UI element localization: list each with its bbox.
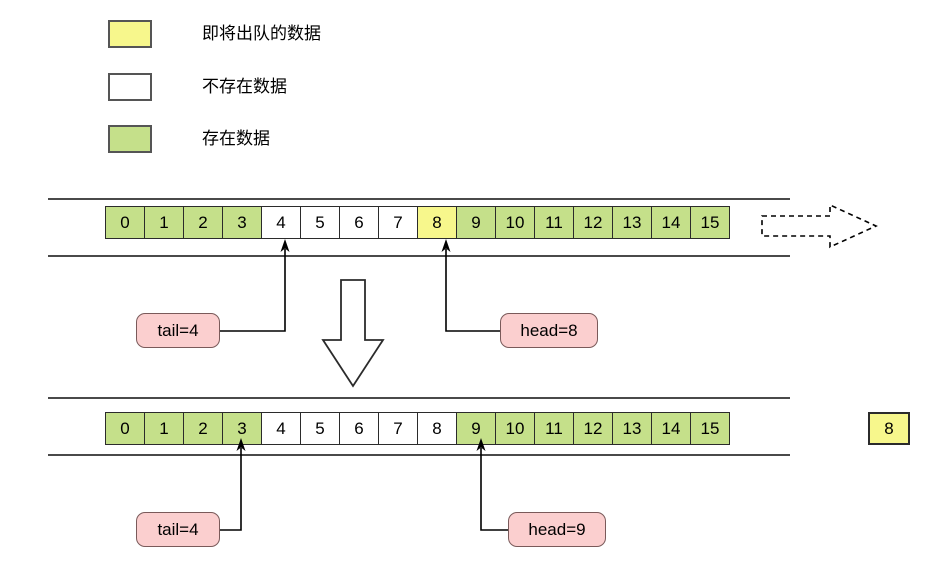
dequeued-value-label: 8 (884, 418, 894, 438)
queue-cell: 10 (495, 412, 535, 445)
queue-cell: 1 (144, 412, 184, 445)
queue-cell: 8 (417, 412, 457, 445)
queue-cell: 14 (651, 206, 691, 239)
queue-cell: 3 (222, 206, 262, 239)
queue-cell: 6 (339, 412, 379, 445)
queue-cell: 7 (378, 206, 418, 239)
queue-cell: 0 (105, 206, 145, 239)
queue-cell-index: 10 (505, 418, 525, 438)
legend-item-empty: 不存在数据 (108, 73, 287, 101)
head-tag-after-label: head=9 (528, 519, 586, 539)
row-before-rail-top (48, 198, 790, 200)
legend-swatch-dequeuing (108, 20, 152, 48)
queue-cell-index: 7 (393, 212, 403, 232)
queue-cell-index: 4 (276, 418, 286, 438)
queue-cell-index: 13 (622, 418, 642, 438)
legend-label-empty: 不存在数据 (202, 76, 287, 97)
queue-cell: 1 (144, 206, 184, 239)
tail-tag-before[interactable]: tail=4 (136, 313, 220, 348)
queue-cell: 5 (300, 206, 340, 239)
head-tag-before-label: head=8 (520, 320, 578, 340)
queue-cell-index: 2 (198, 212, 208, 232)
queue-cell: 0 (105, 412, 145, 445)
queue-cell: 13 (612, 206, 652, 239)
queue-cell-index: 0 (120, 212, 130, 232)
tail-connector-before (220, 239, 290, 332)
legend-label-filled: 存在数据 (202, 128, 270, 149)
legend-item-filled: 存在数据 (108, 125, 270, 153)
legend-swatch-empty (108, 73, 152, 101)
queue-cell: 11 (534, 206, 574, 239)
queue-cell: 15 (690, 412, 730, 445)
queue-cell: 4 (261, 206, 301, 239)
queue-cell-index: 12 (583, 212, 603, 232)
queue-cell-index: 6 (354, 212, 364, 232)
queue-cell-index: 6 (354, 418, 364, 438)
queue-cell: 2 (183, 206, 223, 239)
queue-cell-index: 15 (700, 212, 720, 232)
queue-cell-index: 4 (276, 212, 286, 232)
tail-connector-after (220, 438, 246, 531)
queue-cell-index: 1 (159, 212, 169, 232)
row-after-rail-top (48, 397, 790, 399)
queue-cell-index: 8 (432, 418, 442, 438)
dequeued-value-chip: 8 (868, 412, 910, 445)
queue-cell: 9 (456, 412, 496, 445)
queue-cell: 13 (612, 412, 652, 445)
row-before-rail-bottom (48, 255, 790, 257)
tail-tag-after[interactable]: tail=4 (136, 512, 220, 547)
queue-cell: 7 (378, 412, 418, 445)
queue-cell: 15 (690, 206, 730, 239)
queue-cell-index: 5 (315, 212, 325, 232)
queue-cell-index: 13 (622, 212, 642, 232)
queue-cell-index: 9 (471, 418, 481, 438)
queue-cell-index: 14 (661, 418, 681, 438)
tail-tag-before-label: tail=4 (157, 320, 199, 340)
queue-cell: 10 (495, 206, 535, 239)
queue-cell-index: 5 (315, 418, 325, 438)
legend-swatch-filled (108, 125, 152, 153)
queue-cell-index: 9 (471, 212, 481, 232)
queue-cell: 4 (261, 412, 301, 445)
queue-cell: 5 (300, 412, 340, 445)
queue-cell-index: 15 (700, 418, 720, 438)
queue-cell-index: 1 (159, 418, 169, 438)
head-tag-after[interactable]: head=9 (508, 512, 606, 547)
queue-cell-index: 10 (505, 212, 525, 232)
head-tag-before[interactable]: head=8 (500, 313, 598, 348)
queue-cell-index: 8 (432, 212, 442, 232)
queue-cell-index: 14 (661, 212, 681, 232)
queue-cell-index: 11 (545, 418, 563, 438)
queue-cell: 3 (222, 412, 262, 445)
transition-down-arrow (321, 279, 385, 388)
queue-cell-index: 3 (237, 418, 247, 438)
queue-cell: 11 (534, 412, 574, 445)
queue-cell: 6 (339, 206, 379, 239)
queue-cell-index: 12 (583, 418, 603, 438)
row-after-rail-bottom (48, 454, 790, 456)
queue-cell-index: 0 (120, 418, 130, 438)
queue-cell-index: 2 (198, 418, 208, 438)
queue-cell-index: 3 (237, 212, 247, 232)
queue-cell: 12 (573, 412, 613, 445)
legend-item-dequeuing: 即将出队的数据 (108, 20, 321, 48)
queue-cell: 2 (183, 412, 223, 445)
head-connector-before (441, 239, 500, 332)
queue-cell-index: 7 (393, 418, 403, 438)
queue-cell: 9 (456, 206, 496, 239)
queue-cell: 8 (417, 206, 457, 239)
legend-label-dequeuing: 即将出队的数据 (202, 23, 321, 44)
queue-cell-index: 11 (545, 212, 563, 232)
head-connector-after (476, 438, 508, 531)
wrap-around-dashed-arrow (761, 203, 878, 249)
queue-cell: 14 (651, 412, 691, 445)
tail-tag-after-label: tail=4 (157, 519, 199, 539)
queue-cell: 12 (573, 206, 613, 239)
